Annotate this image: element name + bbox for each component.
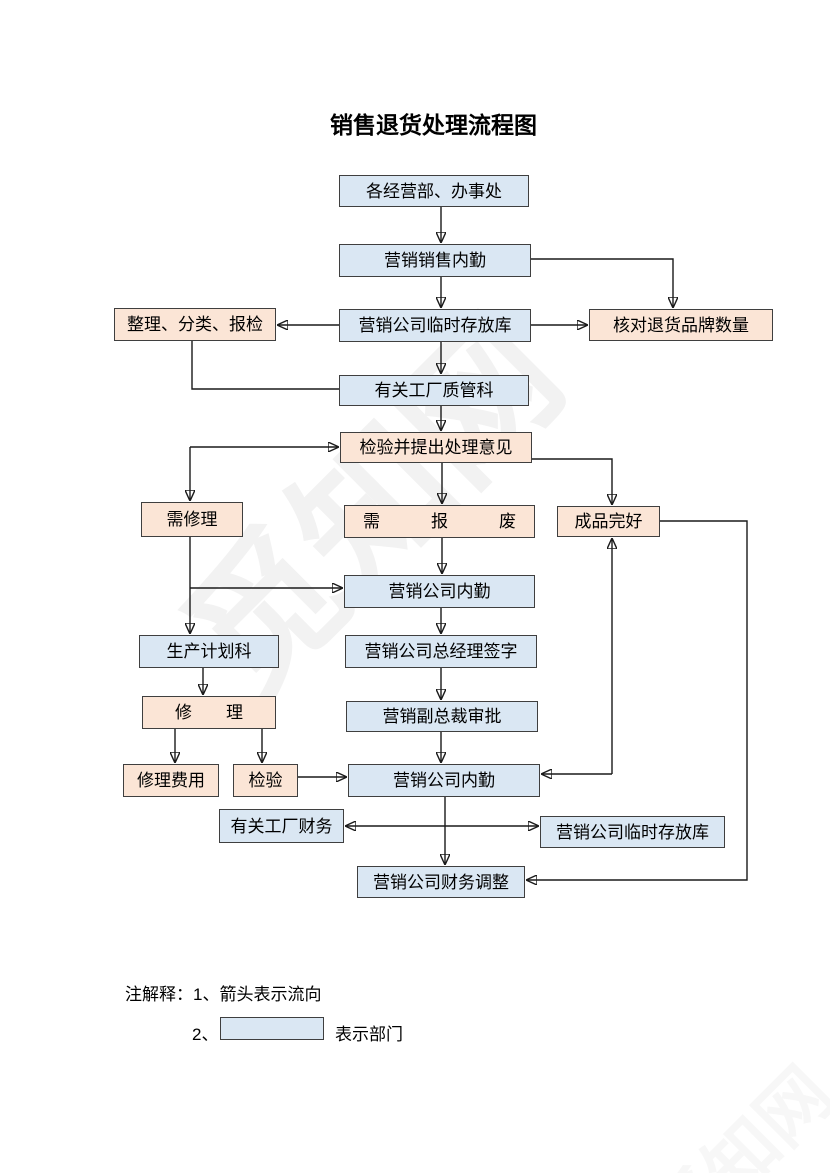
note-line-1: 注解释：1、箭头表示流向 [125, 985, 322, 1004]
node-need-repair: 需修理 [141, 502, 243, 537]
node-temp-warehouse-1: 营销公司临时存放库 [339, 309, 531, 342]
connector-inspectpropose-productintact [532, 458, 612, 504]
legend-department-box [220, 1017, 324, 1040]
node-marketing-clerk-2: 营销公司内勤 [348, 764, 540, 797]
node-inspection: 检验 [233, 764, 298, 797]
node-gm-sign: 营销公司总经理签字 [345, 635, 537, 668]
node-repair-cost: 修理费用 [123, 764, 219, 797]
node-dept-offices: 各经营部、办事处 [339, 175, 529, 207]
node-finance-adjust: 营销公司财务调整 [357, 866, 525, 898]
node-sales-clerk: 营销销售内勤 [339, 244, 531, 277]
node-repair: 修 理 [142, 696, 276, 729]
connector-salesclerk-checkbrand [531, 258, 673, 307]
node-marketing-clerk-1: 营销公司内勤 [344, 575, 535, 608]
node-factory-qc: 有关工厂质管科 [339, 375, 529, 406]
node-check-brand-qty: 核对退货品牌数量 [589, 309, 773, 341]
connector-sortclassify-factoryqc [191, 341, 339, 390]
node-sort-classify-inspect: 整理、分类、报检 [114, 308, 276, 341]
note-line-2-label: 表示部门 [335, 1025, 403, 1044]
page-title: 销售退货处理流程图 [330, 112, 537, 138]
connector-productintact-financeadjust [527, 520, 748, 880]
note-line-2-number: 2、 [192, 1025, 219, 1044]
node-temp-warehouse-2: 营销公司临时存放库 [540, 816, 725, 848]
node-production-planning: 生产计划科 [139, 635, 279, 668]
node-product-intact: 成品完好 [557, 506, 660, 537]
node-factory-finance: 有关工厂财务 [219, 809, 344, 843]
node-inspect-propose: 检验并提出处理意见 [340, 432, 532, 463]
node-vp-approve: 营销副总裁审批 [346, 701, 538, 732]
node-need-scrap: 需 报 废 [344, 505, 535, 538]
